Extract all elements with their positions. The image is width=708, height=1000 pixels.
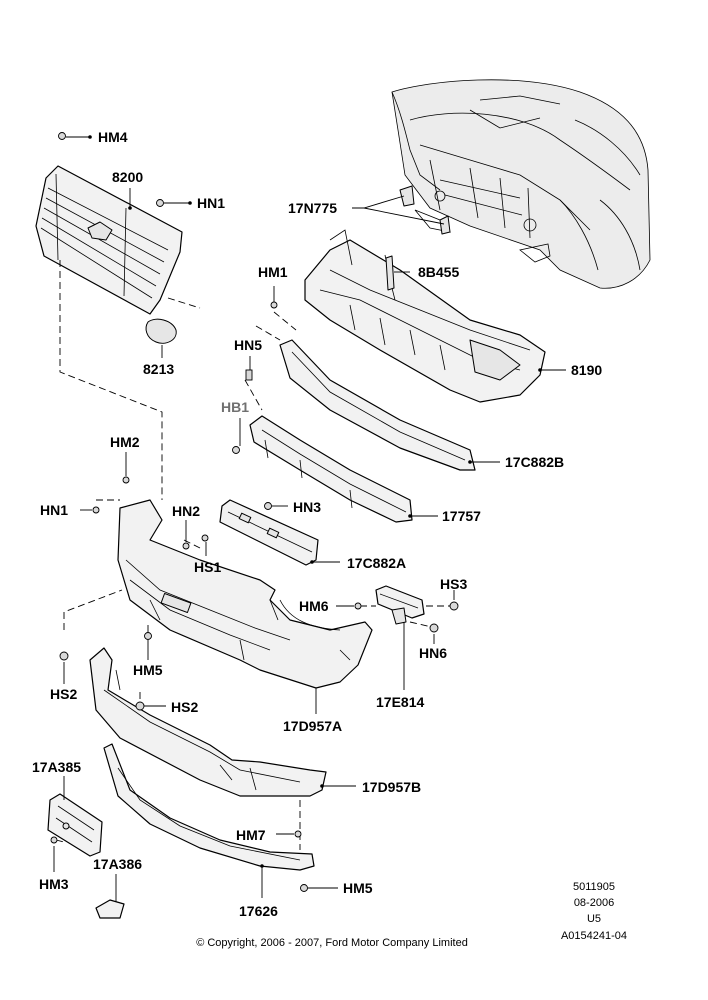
label-8B455: 8B455 xyxy=(418,264,459,280)
label-HS2-left: HS2 xyxy=(50,686,77,702)
tow-cover-17A386 xyxy=(95,899,125,919)
label-17A385: 17A385 xyxy=(32,759,81,775)
ref-line-2: 08-2006 xyxy=(574,897,614,909)
ref-line-1: 5011905 xyxy=(573,881,615,893)
label-17757: 17757 xyxy=(442,508,481,524)
label-HM5-bot: HM5 xyxy=(343,880,373,896)
copyright-notice: © Copyright, 2006 - 2007, Ford Motor Com… xyxy=(196,937,468,949)
label-HN5-top: HN5 xyxy=(234,337,262,353)
fastener-HS3 xyxy=(449,601,459,611)
label-HN6: HN6 xyxy=(419,645,447,661)
ref-line-4: A0154241-04 xyxy=(561,930,627,942)
label-17D957A: 17D957A xyxy=(283,718,342,734)
bracket-17N775-b xyxy=(439,215,451,235)
spoiler-17626 xyxy=(103,743,315,871)
bumper-cover-17D957A xyxy=(117,499,373,689)
label-17E814: 17E814 xyxy=(376,694,424,710)
label-HN1-left: HN1 xyxy=(40,502,68,518)
part-labels: HM4 8200 HN1 17N775 HM1 8B455 HN5 8213 8… xyxy=(32,129,602,919)
fastener-HB1 xyxy=(232,446,240,454)
label-HN3: HN3 xyxy=(293,499,321,515)
label-17626: 17626 xyxy=(239,903,278,919)
fastener-HN1-left xyxy=(92,506,100,514)
bracket-17N775-a xyxy=(399,185,415,207)
label-17A386: 17A386 xyxy=(93,856,142,872)
reinforcement-17757 xyxy=(249,415,413,523)
label-HM7: HM7 xyxy=(236,827,266,843)
label-HN2: HN2 xyxy=(172,503,200,519)
label-17C882A: 17C882A xyxy=(347,555,406,571)
fasteners xyxy=(50,132,459,892)
emblem-8213 xyxy=(145,318,177,344)
label-HM5-mid: HM5 xyxy=(133,662,163,678)
license-bracket-17A385 xyxy=(47,793,103,857)
fastener-HM7 xyxy=(294,830,302,838)
radiator-support-8190 xyxy=(304,185,546,403)
label-8213: 8213 xyxy=(143,361,174,377)
absorber-17C882A xyxy=(219,499,319,566)
label-HN1-top: HN1 xyxy=(197,195,225,211)
absorber-17C882B xyxy=(279,339,476,471)
fastener-HN3 xyxy=(264,502,272,510)
label-17D957B: 17D957B xyxy=(362,779,421,795)
lower-cover-17D957B xyxy=(89,647,327,797)
fastener-HM3 xyxy=(50,836,58,844)
label-8190: 8190 xyxy=(571,362,602,378)
fastener-HM6 xyxy=(354,602,362,610)
label-HM6: HM6 xyxy=(299,598,329,614)
label-8200: 8200 xyxy=(112,169,143,185)
fastener-HS2-mid xyxy=(135,701,145,711)
ref-line-3: U5 xyxy=(587,913,601,925)
leader-lines xyxy=(53,135,566,902)
reference-block: 5011905 08-2006 U5 A0154241-04 xyxy=(561,881,627,942)
label-HM1: HM1 xyxy=(258,264,288,280)
fastener-HM2 xyxy=(122,476,130,484)
label-HM3: HM3 xyxy=(39,876,69,892)
fastener-HN1-top xyxy=(156,199,164,207)
vehicle-front-illustration xyxy=(391,79,651,289)
label-HS3: HS3 xyxy=(440,576,467,592)
bracket-17E814 xyxy=(375,585,425,625)
label-HM4: HM4 xyxy=(98,129,128,145)
fastener-HN6 xyxy=(429,623,439,633)
label-HB1: HB1 xyxy=(221,399,249,415)
label-17C882B: 17C882B xyxy=(505,454,564,470)
fastener-HN5-top xyxy=(245,369,253,381)
label-17N775: 17N775 xyxy=(288,200,337,216)
fastener-HM4 xyxy=(58,132,66,140)
fastener-HS2-left xyxy=(59,651,69,661)
grille-8200 xyxy=(35,165,183,344)
fastener-HN2 xyxy=(182,542,190,550)
fastener-HS1 xyxy=(201,534,209,542)
fastener-HM1 xyxy=(270,301,278,309)
label-HM2: HM2 xyxy=(110,434,140,450)
label-HS2-mid: HS2 xyxy=(171,699,198,715)
bracket-8B455 xyxy=(385,255,395,291)
fastener-HM5-bot xyxy=(300,884,308,892)
label-HS1: HS1 xyxy=(194,559,221,575)
fastener-HM5-mid xyxy=(144,632,152,640)
